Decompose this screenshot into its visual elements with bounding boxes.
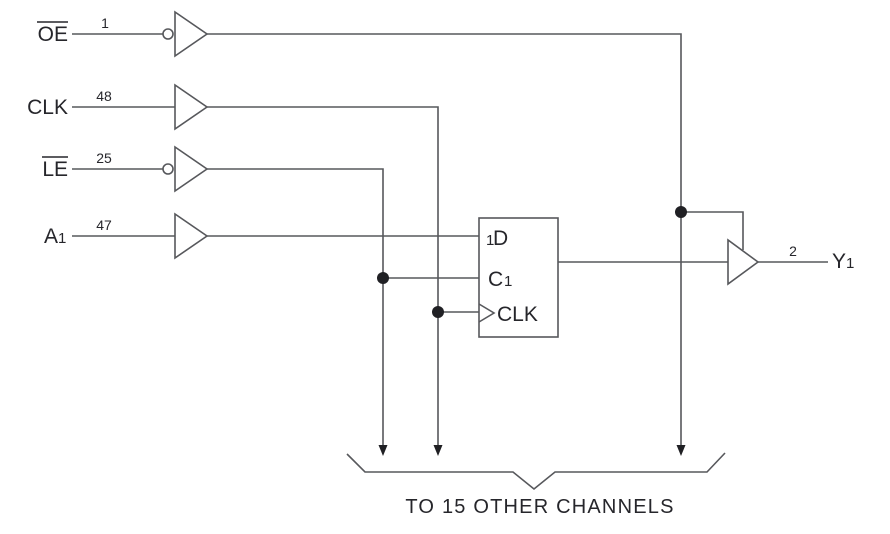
oe-label: OE [38, 23, 68, 46]
caption: TO 15 OTHER CHANNELS [405, 496, 674, 518]
le-negation-bubble-icon [162, 163, 174, 175]
arrow-down-le-icon [378, 445, 388, 456]
a1-label: A [44, 225, 58, 248]
clk-pin-number: 48 [96, 88, 112, 104]
junction-dot-le [377, 272, 389, 284]
le-buffer-icon [174, 145, 209, 193]
wire-layer [72, 33, 828, 491]
wire-clk-output [207, 106, 439, 445]
wire-oe-output [207, 33, 682, 445]
a1-subscript: 1 [58, 230, 66, 247]
le-pin-number: 25 [96, 150, 112, 166]
clock-wedge-icon [478, 303, 496, 323]
latch-d-label: D [493, 227, 508, 250]
y1-subscript: 1 [846, 255, 854, 272]
clk-buffer-icon [174, 83, 209, 131]
latch-clk-label: CLK [497, 303, 538, 326]
latch-c-label: C [488, 268, 503, 291]
overline-layer [37, 21, 68, 158]
le-label: LE [42, 158, 68, 181]
arrow-down-oe-icon [676, 445, 686, 456]
arrow-down-clk-icon [433, 445, 443, 456]
output-buffer-icon [727, 238, 760, 286]
clk-label: CLK [27, 96, 68, 119]
y1-pin-number: 2 [789, 243, 797, 259]
latch-c-subscript: 1 [504, 273, 512, 290]
brace [346, 452, 726, 491]
latch-box [478, 217, 559, 338]
a1-buffer-icon [174, 212, 209, 260]
junction-dot-clk [432, 306, 444, 318]
oe-negation-bubble-icon [162, 28, 174, 40]
junction-dot-oe [675, 206, 687, 218]
wire-oe-enable [681, 211, 744, 250]
wire-le-output [207, 168, 384, 445]
y1-label: Y [832, 250, 846, 273]
a1-pin-number: 47 [96, 217, 112, 233]
latch-d-prefix: 1 [486, 232, 494, 249]
label-layer: OE CLK LE A 1 1 48 25 47 1 D C 1 CLK 2 Y… [27, 15, 854, 518]
oe-pin-number: 1 [101, 15, 109, 31]
mark-layer [377, 206, 687, 456]
oe-buffer-icon [174, 10, 209, 58]
device-layer [162, 10, 760, 338]
